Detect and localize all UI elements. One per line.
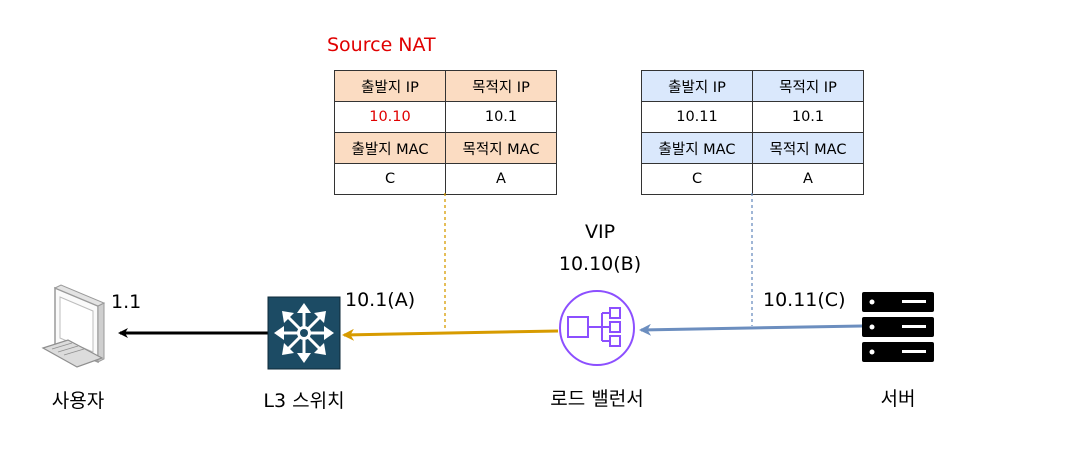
header-src-mac: 출발지 MAC (334, 132, 446, 164)
user-ip-label: 1.1 (111, 291, 142, 313)
arrow-lb-to-switch (342, 328, 559, 341)
cell-src-mac: C (334, 163, 446, 195)
header-src-mac: 출발지 MAC (641, 132, 753, 164)
cell-src-ip: 10.11 (641, 101, 753, 133)
switch-ip-label: 10.1(A) (345, 289, 416, 311)
header-src-ip: 출발지 IP (641, 70, 753, 102)
vip-address: 10.10(B) (558, 253, 642, 275)
header-dst-ip: 목적지 IP (445, 70, 557, 102)
cell-dst-mac: A (752, 163, 864, 195)
server-ip-label: 10.11(C) (763, 289, 846, 311)
cell-dst-mac: A (445, 163, 557, 195)
packet-table-after-nat: 출발지 IP 목적지 IP 10.10 10.1 출발지 MAC 목적지 MAC… (334, 70, 557, 195)
cell-src-mac: C (641, 163, 753, 195)
l3-switch-icon (267, 296, 341, 370)
packet-table-before-nat: 출발지 IP 목적지 IP 10.11 10.1 출발지 MAC 목적지 MAC… (641, 70, 864, 195)
server-icon (862, 292, 934, 362)
vip-title: VIP (584, 221, 616, 243)
header-dst-mac: 목적지 MAC (752, 132, 864, 164)
switch-label: L3 스위치 (263, 390, 345, 412)
header-dst-mac: 목적지 MAC (445, 132, 557, 164)
source-nat-title: Source NAT (327, 34, 436, 56)
cell-src-ip: 10.10 (334, 101, 446, 133)
user-label: 사용자 (51, 390, 105, 412)
load-balancer-label: 로드 밸런서 (550, 388, 644, 410)
server-label: 서버 (880, 388, 916, 410)
computer-icon (41, 284, 106, 368)
header-dst-ip: 목적지 IP (752, 70, 864, 102)
arrow-server-to-lb (639, 323, 863, 336)
load-balancer-icon (559, 290, 635, 366)
